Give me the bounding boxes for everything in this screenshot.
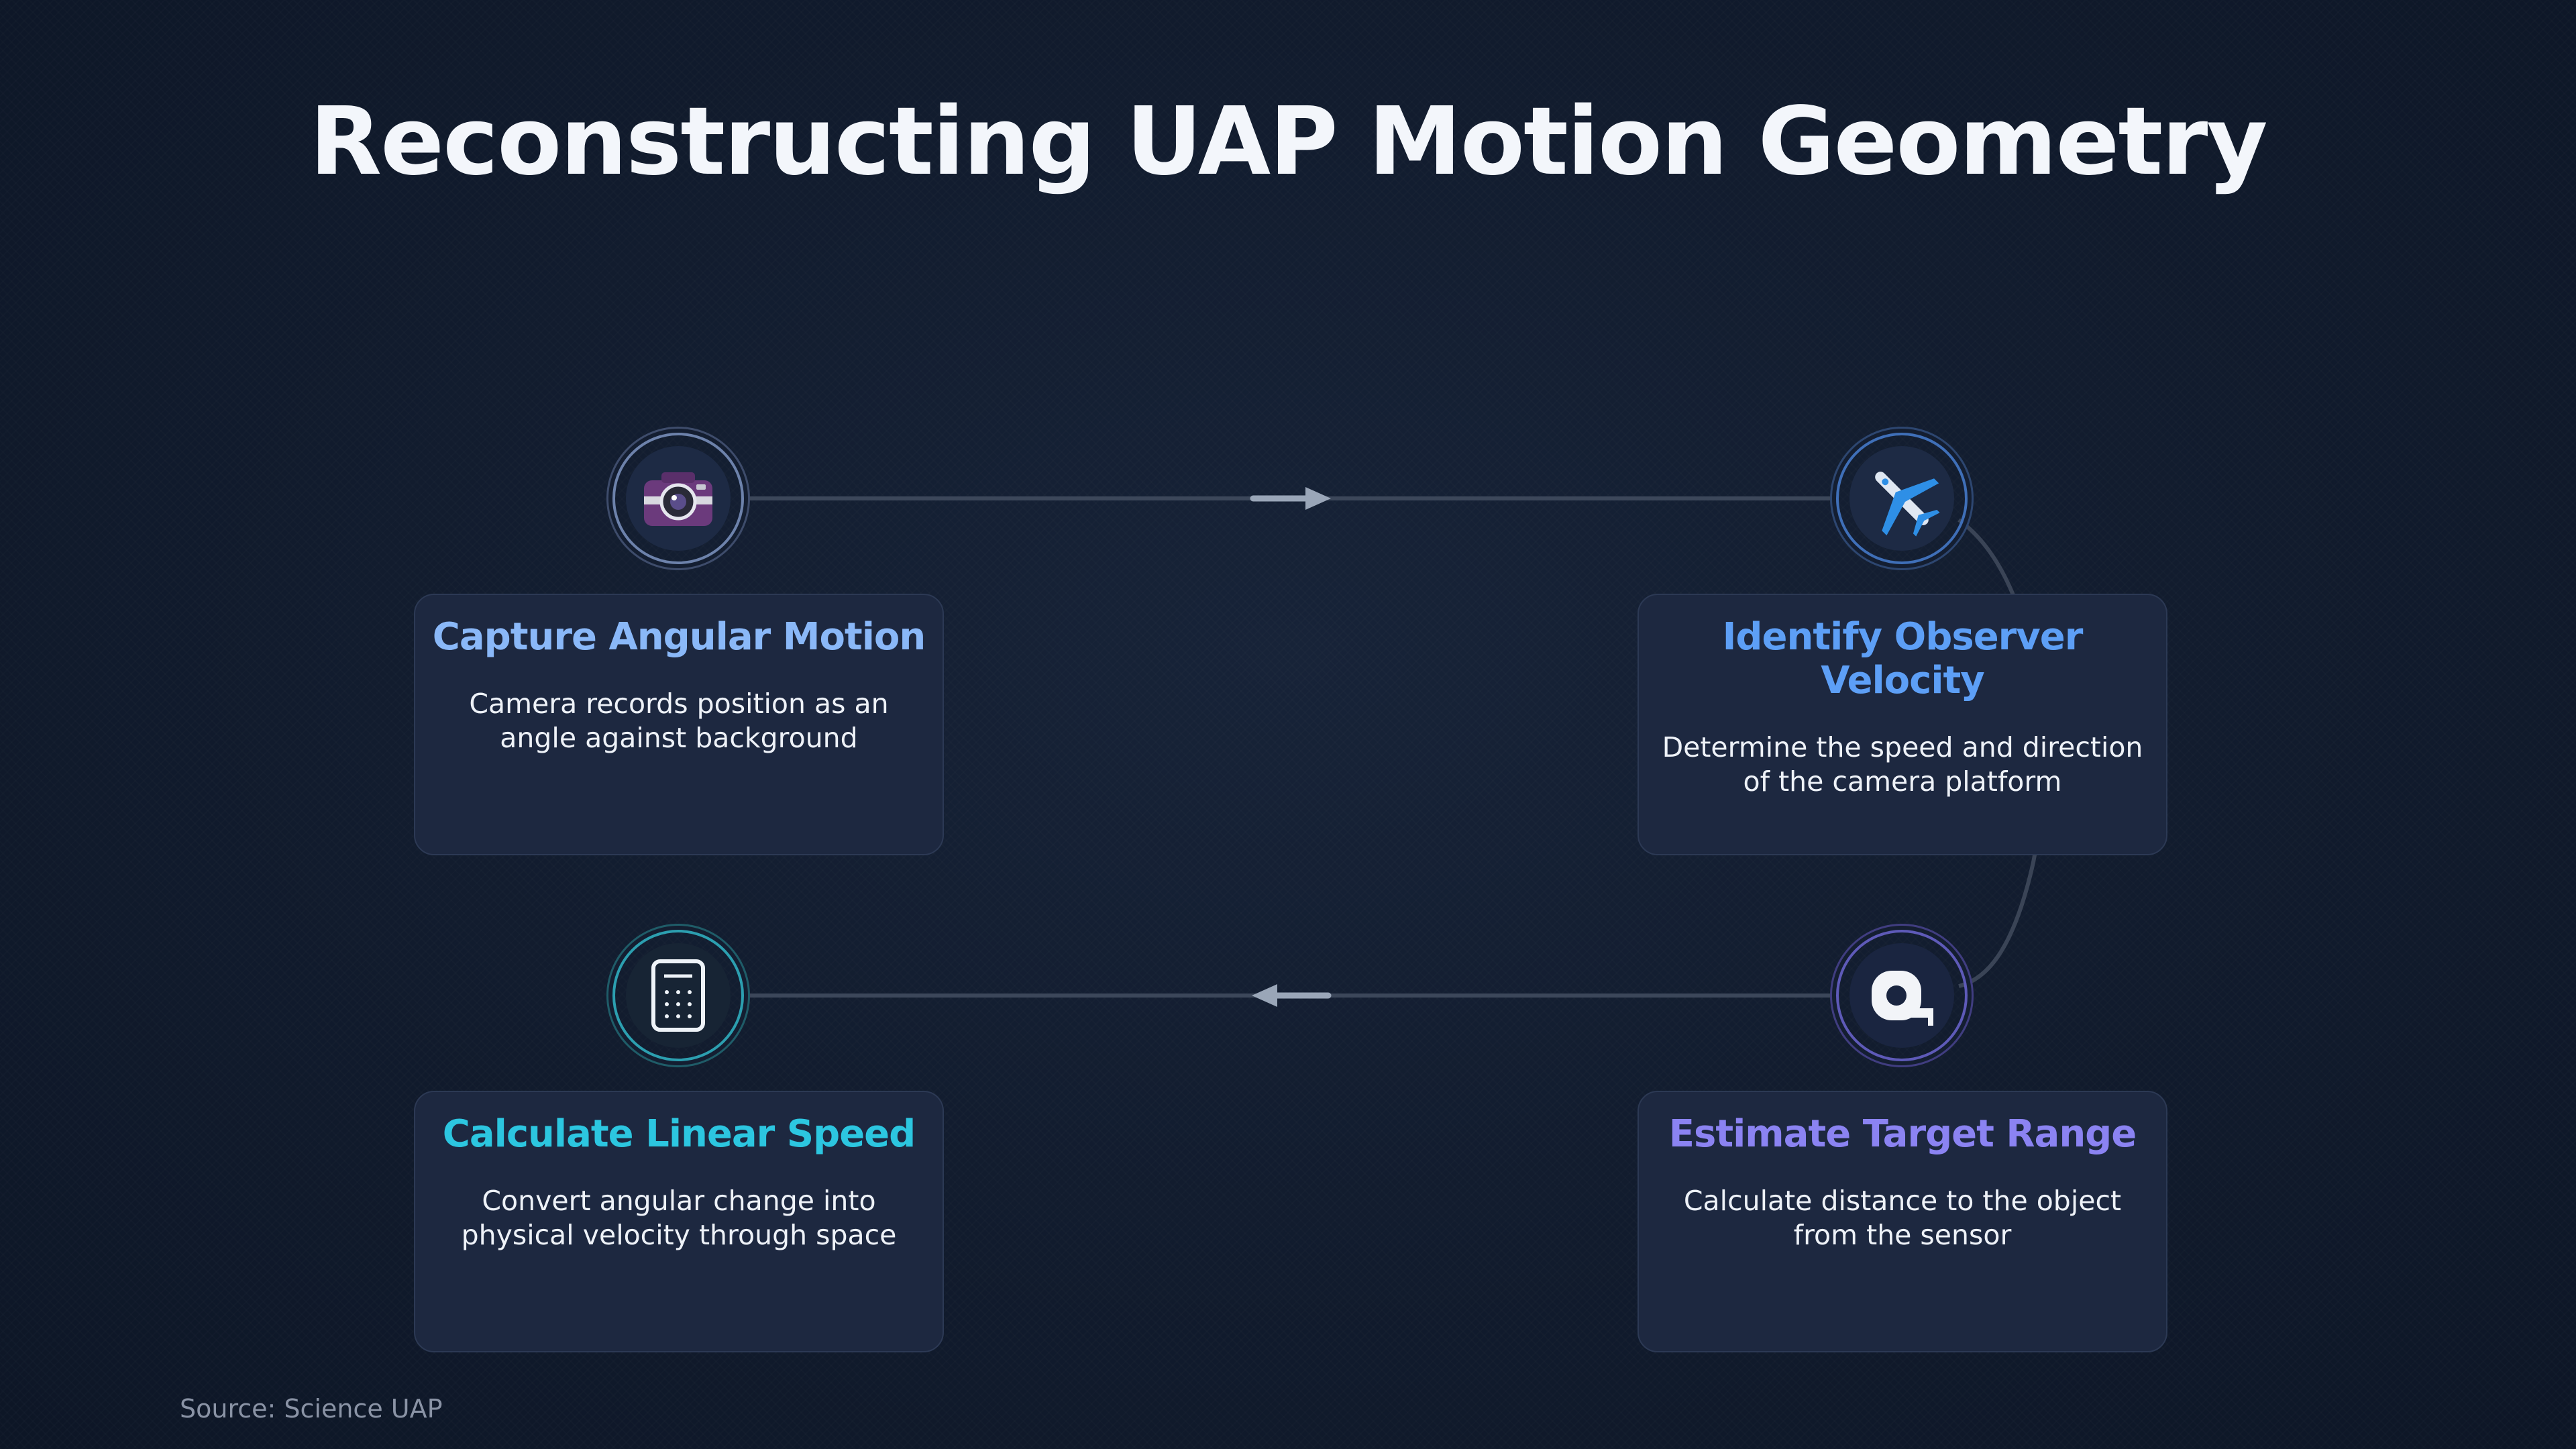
arrow-left-icon [1252,984,1332,1007]
step-4-icon-node [612,930,744,1061]
step-description: Camera records position as an angle agai… [469,688,889,754]
step-card-identify-observer-velocity: Identify Observer Velocity Determine the… [1638,594,2167,855]
step-card-capture-angular-motion: Capture Angular Motion Camera records po… [414,594,944,855]
step-description: Determine the speed and direction of the… [1662,731,2143,798]
step-description: Calculate distance to the object from th… [1683,1185,2122,1251]
camera-icon [644,472,712,526]
step-description: Convert angular change into physical vel… [461,1185,897,1251]
step-2-icon-node [1836,433,1968,564]
step-title: Capture Angular Motion [432,615,926,659]
tape-measure-icon [1872,971,1933,1026]
step-card-calculate-linear-speed: Calculate Linear Speed Convert angular c… [414,1091,944,1352]
source-caption: Source: Science UAP [180,1394,443,1424]
step-1-icon-node [612,433,744,564]
step-card-estimate-target-range: Estimate Target Range Calculate distance… [1638,1091,2167,1352]
page-title: Reconstructing UAP Motion Geometry [309,87,2267,197]
airplane-icon [1875,472,1940,537]
step-title: Identify Observer Velocity [1722,615,2084,702]
calculator-icon [651,959,705,1032]
step-title: Estimate Target Range [1668,1112,2137,1156]
step-3-icon-node [1836,930,1968,1061]
arrow-right-icon [1250,487,1331,510]
step-title: Calculate Linear Speed [442,1112,916,1156]
